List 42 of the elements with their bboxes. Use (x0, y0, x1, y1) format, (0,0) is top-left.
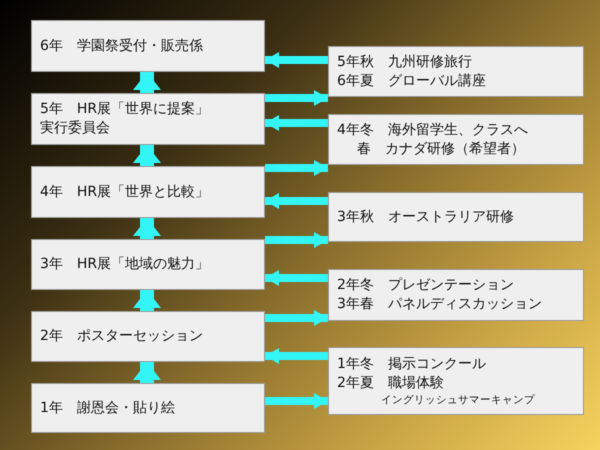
activity-label: 2年夏 職場体験 (337, 374, 445, 392)
arrow (265, 232, 328, 248)
activity-label: 春 カナダ研修（希望者） (356, 140, 526, 158)
activity-box (328, 269, 584, 321)
stage-label: 5年秋 九州研修旅行 (337, 52, 473, 72)
stage-label: 6年 学園祭受付・販売係 (40, 36, 204, 56)
stage-label: 5年 HR展「世界に提案」実行委員会 (40, 100, 210, 138)
stage-box (31, 383, 265, 433)
arrow (265, 310, 328, 326)
arrow (265, 90, 328, 106)
stage-box (31, 166, 265, 218)
arrow (265, 160, 328, 176)
activity-label: 3年春 パネルディスカッション (337, 295, 543, 314)
activity-label: イングリッシュサマーキャンプ (381, 392, 535, 408)
arrow (265, 270, 328, 286)
arrow (133, 362, 161, 383)
stage-label: 1年冬 掲示コンクール (337, 354, 487, 374)
stage-box (31, 20, 265, 72)
stage-label: 4年冬 海外留学生、クラスへ (337, 120, 529, 140)
stage-box (31, 93, 265, 145)
stage-label: 1年 謝恩会・貼り絵 (40, 398, 176, 418)
stage-label: 2年 ポスターセッション (40, 327, 204, 346)
activity-box (328, 114, 584, 165)
arrow (265, 115, 328, 131)
arrow (265, 52, 328, 68)
stage-label: 3年 HR展「地域の魅力」 (40, 255, 210, 274)
arrow (265, 348, 328, 364)
activity-box (328, 46, 584, 97)
stage-box (31, 311, 265, 362)
stage-label: 4年 HR展「世界と比較」 (40, 182, 210, 202)
arrow (133, 72, 161, 93)
stage-label: 3年秋 オーストラリア研修 (337, 208, 515, 226)
activity-label: 6年夏 グローバル講座 (337, 72, 487, 90)
activity-box (328, 192, 584, 242)
arrow (133, 145, 161, 166)
stage-box (31, 239, 265, 290)
activity-box (328, 347, 584, 415)
stage-label: 2年冬 プレゼンテーション (337, 276, 515, 295)
arrow (133, 218, 161, 239)
arrow (133, 290, 161, 311)
arrow (265, 393, 328, 409)
arrow (265, 193, 328, 209)
